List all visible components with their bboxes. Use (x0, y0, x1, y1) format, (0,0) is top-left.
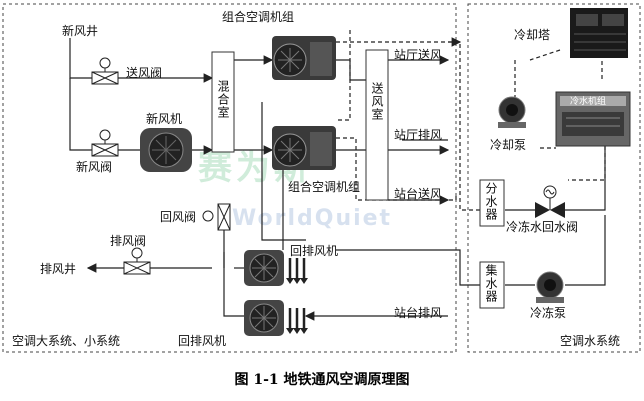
return-exhaust-fan-top-label: 回排风机 (290, 244, 339, 258)
return-exhaust-fan-bottom-icon (244, 300, 308, 336)
cooling-pump-label: 冷却泵 (490, 138, 527, 152)
chiller-label: 冷水机组 (570, 97, 607, 107)
return-exhaust-fan-top-icon (244, 250, 308, 286)
ahu-bottom-label: 组合空调机组 (288, 180, 361, 194)
return-exhaust-fan-bottom-label: 回排风机 (178, 334, 227, 348)
chilled-return-valve-label: 冷冻水回水阀 (506, 220, 579, 234)
watermark-en: WorldQuiet (232, 206, 393, 231)
exhaust-damper-icon (123, 247, 151, 275)
fresh-fan-icon (140, 128, 192, 172)
distributor-box (479, 179, 505, 227)
mixing-room-box (211, 51, 235, 153)
platform-supply-label: 站台送风 (394, 187, 443, 201)
region-left-label: 空调大系统、小系统 (12, 334, 121, 348)
supply-room-box (365, 49, 389, 201)
supply-damper-icon (91, 57, 119, 85)
fresh-damper-label: 新风阀 (76, 160, 113, 174)
ahu-top-label: 组合空调机组 (222, 10, 295, 24)
mixing-room-label: 混合室 (216, 80, 230, 119)
exhaust-damper-label: 排风阀 (110, 234, 147, 248)
collector-box (479, 261, 505, 309)
hall-exhaust-label: 站厅排风 (394, 128, 443, 142)
chilled-lines (336, 37, 606, 286)
return-damper-label: 回风阀 (160, 210, 197, 224)
ahu-bottom-icon (272, 126, 336, 170)
distributor-label: 分水器 (484, 182, 498, 221)
figure-caption: 图 1-1 地铁通风空调原理图 (234, 372, 410, 388)
region-frame-left (2, 3, 457, 353)
chilled-pump-icon (536, 271, 564, 303)
cooling-pump-icon (498, 96, 526, 128)
cooling-tower-label: 冷却塔 (514, 28, 551, 42)
exhaust-well-label: 排风井 (40, 262, 77, 276)
collector-label: 集水器 (484, 264, 498, 303)
fresh-damper-icon (91, 129, 119, 157)
chiller-icon (555, 91, 631, 147)
supply-damper-label: 送风阀 (126, 66, 163, 80)
cooling-tower-icon (570, 8, 628, 58)
fresh-air-well-label: 新风井 (62, 24, 99, 38)
return-damper-icon (202, 203, 231, 231)
chilled-pump-label: 冷冻泵 (530, 306, 567, 320)
region-frame-right (467, 3, 641, 353)
ahu-top-icon (272, 36, 336, 80)
supply-room-label: 送风室 (370, 82, 384, 121)
chilled-return-valve-icon (535, 185, 565, 218)
region-right-label: 空调水系统 (560, 334, 621, 348)
fresh-fan-label: 新风机 (146, 112, 183, 126)
platform-exhaust-label: 站台排风 (394, 306, 443, 320)
hall-supply-label: 站厅送风 (394, 48, 443, 62)
